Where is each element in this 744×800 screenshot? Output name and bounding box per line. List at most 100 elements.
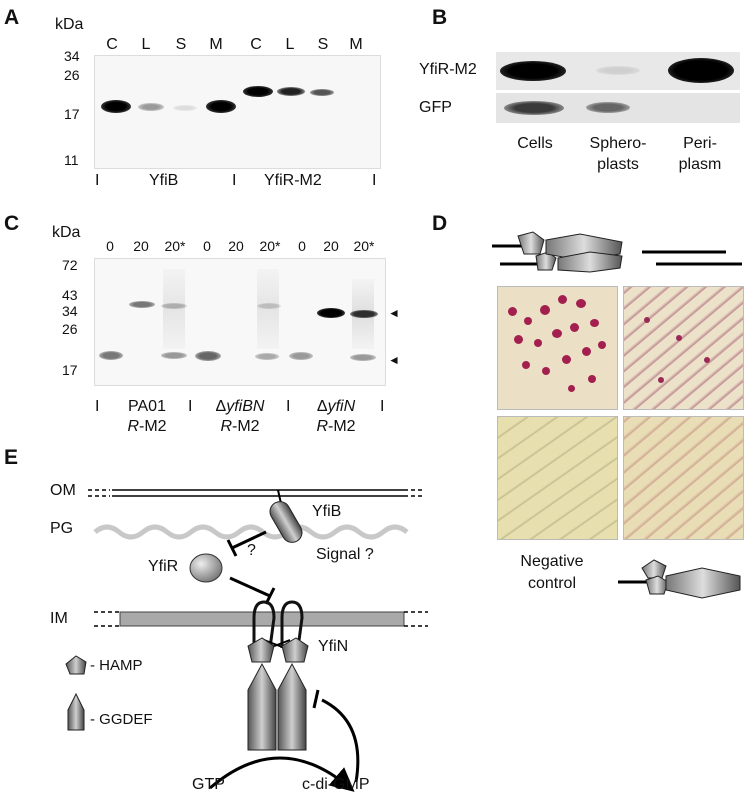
- panel-d-construct-diagram: [492, 231, 742, 273]
- panel-c-marker: 34: [62, 303, 78, 319]
- panel-a-lane-label: L: [285, 36, 295, 53]
- panel-c-arrowhead: ◄: [388, 306, 400, 320]
- band: [257, 303, 281, 309]
- panel-a-marker: 26: [64, 67, 80, 83]
- band: [101, 100, 131, 113]
- panel-a-lane-label: L: [141, 36, 151, 53]
- lane-smear: [257, 269, 279, 349]
- colony-plate-photo: [623, 416, 744, 540]
- band: [317, 308, 345, 318]
- band: [129, 301, 155, 308]
- panel-b-row-label: YfiR-M2: [419, 61, 477, 78]
- negative-control-construct: [618, 559, 741, 599]
- band: [350, 310, 378, 318]
- panel-c-lane-label: 20: [323, 238, 339, 254]
- panel-c-group-yfin: ΔyfiN: [316, 398, 356, 415]
- band: [586, 102, 630, 113]
- panel-e-letter: E: [4, 446, 19, 469]
- im-label: IM: [50, 610, 68, 627]
- lane-smear: [163, 269, 185, 349]
- panel-a-marker: 17: [64, 106, 80, 122]
- panel-a-lane-label: M: [209, 36, 223, 53]
- panel-a-blot: [94, 55, 381, 169]
- band: [668, 58, 734, 83]
- signal-label: Signal ?: [316, 546, 374, 563]
- panel-c-separator: I: [188, 398, 193, 415]
- panel-c-blot: [94, 258, 386, 386]
- panel-a-lane-label: C: [106, 36, 118, 53]
- band: [195, 351, 221, 361]
- band: [173, 105, 197, 111]
- pg-label: PG: [50, 520, 74, 537]
- panel-b-letter: B: [432, 6, 448, 29]
- panel-a-lane-label: M: [349, 36, 363, 53]
- panel-e-model-diagram: [65, 489, 428, 792]
- band: [596, 66, 640, 75]
- panel-c-lane-label: 0: [298, 238, 306, 254]
- panel-a-lane-label: S: [317, 36, 329, 53]
- om-label: OM: [50, 482, 76, 499]
- gtp-label: GTP: [192, 776, 225, 793]
- panel-c-separator: I: [95, 398, 100, 415]
- question-label: ?: [247, 542, 256, 559]
- panel-c-marker: 26: [62, 321, 78, 337]
- panel-c-lane-label: 20*: [353, 238, 375, 254]
- band: [289, 352, 313, 360]
- band: [243, 86, 273, 97]
- panel-a-separator: I: [232, 172, 237, 189]
- panel-c-group-pa01-sub: R-M2: [127, 418, 167, 435]
- panel-c-group-yfibn-sub: R-M2: [220, 418, 260, 435]
- panel-a-letter: A: [4, 6, 20, 29]
- band: [350, 354, 376, 361]
- panel-c-lane-label: 20: [228, 238, 244, 254]
- panel-a-kda-label: kDa: [55, 16, 84, 33]
- panel-d-letter: D: [432, 212, 448, 235]
- panel-b-col-label: plasts: [597, 156, 639, 173]
- band: [310, 89, 334, 96]
- panel-c-kda-label: kDa: [52, 224, 81, 241]
- panel-c-group-yfin-sub: R-M2: [316, 418, 356, 435]
- yfir-label: YfiR: [148, 558, 179, 575]
- panel-b-col-label: Peri-: [683, 135, 717, 152]
- band: [255, 353, 279, 360]
- band: [206, 100, 236, 113]
- panel-c-lane-label: 0: [203, 238, 211, 254]
- band: [99, 351, 123, 360]
- panel-b-blot-yfir: [496, 52, 740, 90]
- colony-plate-photo: [623, 286, 744, 410]
- ggdef-legend-label: - GGDEF: [90, 711, 153, 728]
- panel-a-group-yfir: YfiR-M2: [264, 172, 322, 189]
- panel-c-letter: C: [4, 212, 20, 235]
- panel-a-marker: 34: [64, 48, 80, 64]
- band: [161, 303, 187, 309]
- panel-c-lane-label: 20*: [164, 238, 186, 254]
- panel-a-lane-label: C: [250, 36, 262, 53]
- panel-c-marker: 43: [62, 287, 78, 303]
- colony-plate-photo: [497, 416, 618, 540]
- panel-c-lane-label: 20: [133, 238, 149, 254]
- band: [277, 87, 305, 96]
- hamp-legend-label: - HAMP: [90, 657, 143, 674]
- panel-a-lane-label: S: [175, 36, 187, 53]
- c-di-gmp-label: c-di-GMP: [302, 776, 370, 793]
- negative-control-label: Negative: [520, 553, 584, 570]
- panel-b-col-label: Sphero-: [589, 135, 647, 152]
- panel-a-separator: I: [95, 172, 100, 189]
- panel-c-lane-label: 0: [106, 238, 114, 254]
- panel-c-marker: 17: [62, 362, 78, 378]
- panel-a-group-yfib: YfiB: [149, 172, 179, 189]
- panel-c-separator: I: [380, 398, 385, 415]
- band: [500, 61, 566, 81]
- panel-c-marker: 72: [62, 257, 78, 273]
- negative-control-label: control: [527, 575, 577, 592]
- panel-c-lane-label: 20*: [259, 238, 281, 254]
- panel-c-arrowhead: ◄: [388, 353, 400, 367]
- lane-smear: [352, 279, 374, 349]
- panel-b-blot-gfp: [496, 93, 740, 123]
- panel-b-row-label: GFP: [419, 99, 452, 116]
- band: [138, 103, 164, 111]
- panel-b-col-label: Cells: [517, 135, 553, 152]
- panel-c-group-yfibn: ΔyfiBN: [215, 398, 265, 415]
- panel-a-marker: 11: [64, 152, 79, 168]
- yfib-label: YfiB: [312, 503, 342, 520]
